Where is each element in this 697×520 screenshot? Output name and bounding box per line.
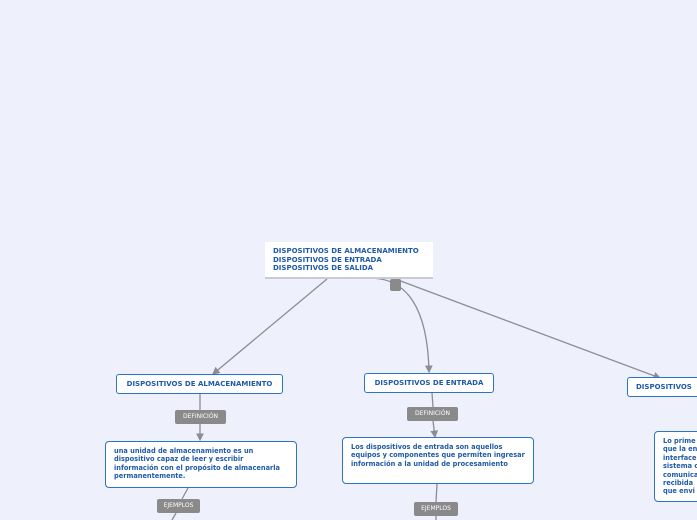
label-ejemplos-entrada[interactable]: EJEMPLOS [414,502,458,516]
topic-entrada-label: DISPOSITIVOS DE ENTRADA [374,378,484,387]
description-almacenamiento[interactable]: una unidad de almacenamiento es un dispo… [105,441,297,488]
central-topic-line-1: DISPOSITIVOS DE ALMACENAMIENTO [273,247,419,255]
connector-ent-definicion-to-text [430,420,439,439]
description-almacenamiento-text: una unidad de almacenamiento es un dispo… [114,447,280,481]
description-salida-text: Lo prime que la en interface sistema c c… [663,437,697,496]
topic-salida-label: DISPOSITIVOS [636,382,692,391]
label-definicion-almacenamiento[interactable]: DEFINICIÓN [175,410,226,424]
central-topic[interactable]: DISPOSITIVOS DE ALMACENAMIENTO DISPOSITI… [265,242,433,279]
description-salida[interactable]: Lo prime que la en interface sistema c c… [654,431,697,502]
topic-salida[interactable]: DISPOSITIVOS [627,377,697,397]
connector-ent-to-definicion [431,392,434,408]
connector-alm-text-to-ejemplos [181,487,189,500]
connector-alm-ejemplos-down [171,512,177,520]
description-entrada[interactable]: Los dispositivos de entrada son aquellos… [342,437,534,484]
description-entrada-text: Los dispositivos de entrada son aquellos… [351,443,525,468]
topic-almacenamiento[interactable]: DISPOSITIVOS DE ALMACENAMIENTO [116,374,283,394]
collapse-handle[interactable] [390,279,401,291]
label-definicion-entrada[interactable]: DEFINICIÓN [407,407,458,421]
connector-ent-text-to-ejemplos [435,483,438,503]
central-topic-line-3: DISPOSITIVOS DE SALIDA [273,264,374,272]
topic-almacenamiento-label: DISPOSITIVOS DE ALMACENAMIENTO [126,379,273,388]
topic-entrada[interactable]: DISPOSITIVOS DE ENTRADA [364,373,494,393]
connector-to-almacenamiento [212,278,328,375]
central-topic-line-2: DISPOSITIVOS DE ENTRADA [273,255,382,264]
connector-to-entrada [366,277,433,374]
connector-to-salida [397,279,662,380]
label-ejemplos-almacenamiento[interactable]: EJEMPLOS [157,499,200,513]
